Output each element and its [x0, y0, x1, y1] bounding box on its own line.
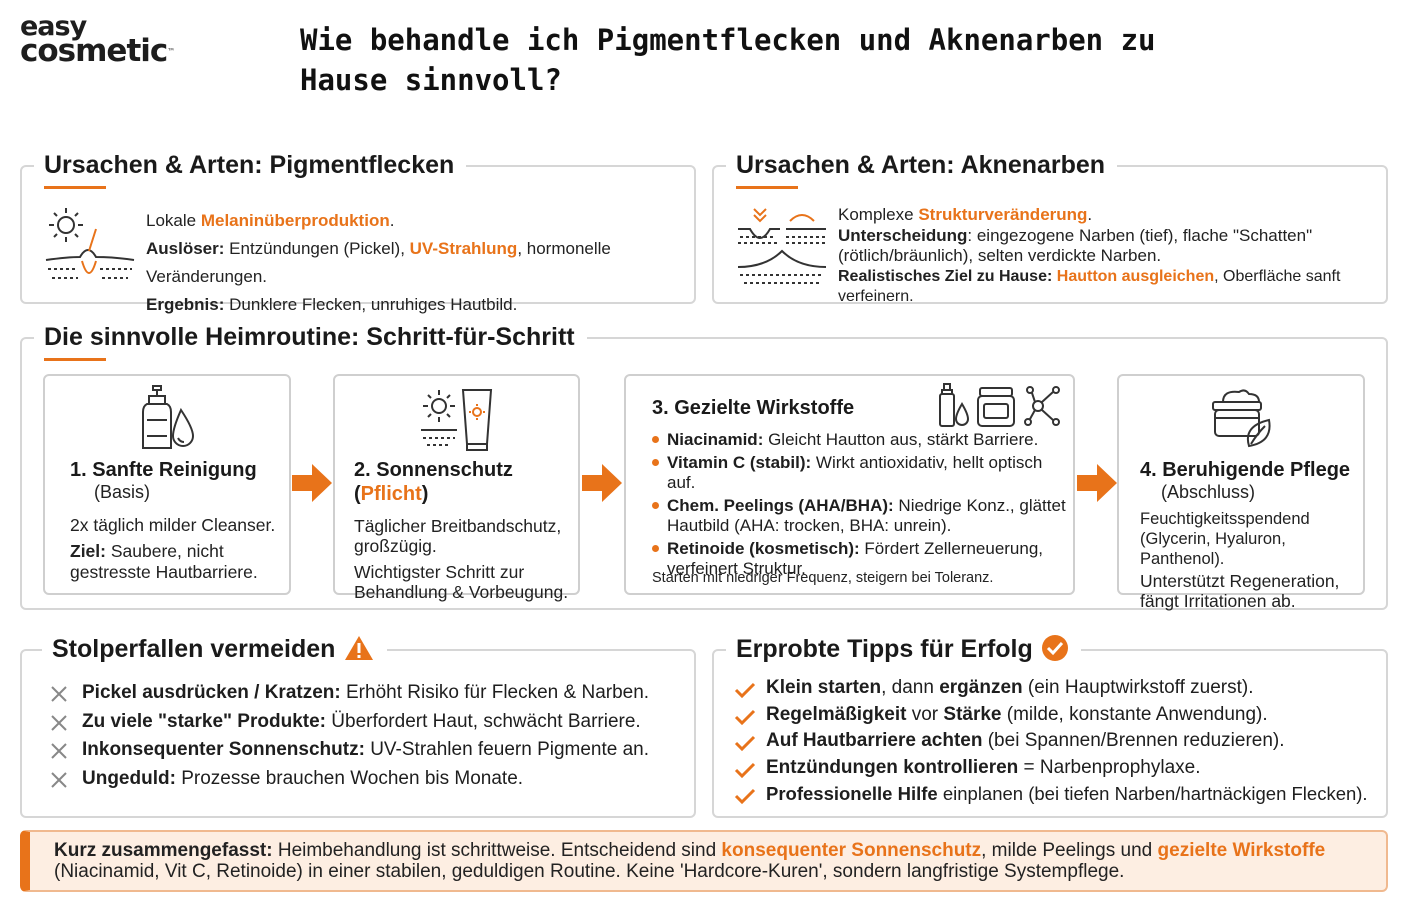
- step4-sub: (Abschluss): [1161, 482, 1256, 502]
- pitfalls-title: Stolperfallen vermeiden: [42, 633, 388, 665]
- step1-goal: Ziel: Saubere, nicht gestresste Hautbarr…: [70, 541, 258, 582]
- pigment-box: Ursachen & Arten: Pigmentflecken Lokale …: [20, 149, 696, 314]
- pigment-line1: Lokale Melaninüberproduktion.: [146, 211, 395, 230]
- pigment-title: Ursachen & Arten: Pigmentflecken: [34, 149, 467, 189]
- list-item: Retinoide (kosmetisch): Fördert Zellerne…: [652, 539, 1073, 579]
- check-circle-icon: [1041, 635, 1068, 661]
- step4-text1: Feuchtigkeitsspendend (Glycerin, Hyaluro…: [1140, 510, 1310, 568]
- step4-text2: Unterstützt Regeneration, fängt Irritati…: [1140, 571, 1340, 611]
- step2-text2: Wichtigster Schritt zur Behandlung & Vor…: [354, 562, 569, 602]
- acne-info: Komplexe Strukturveränderung. Unterschei…: [838, 205, 1384, 308]
- arrow-right-icon: [1077, 464, 1117, 502]
- list-item: Klein starten, dann ergänzen (ein Hauptw…: [734, 675, 1368, 702]
- arrow-right-icon: [292, 464, 332, 502]
- cleanser-bottle-icon: [142, 385, 195, 449]
- check-icon: [734, 735, 756, 752]
- check-icon: [734, 709, 756, 725]
- step3-title: 3. Gezielte Wirkstoffe: [652, 397, 855, 419]
- tips-title: Erprobte Tipps für Erfolg: [726, 633, 1081, 665]
- tips-list: Klein starten, dann ergänzen (ein Hauptw…: [734, 675, 1368, 808]
- list-item: Professionelle Hilfe einplanen (bei tief…: [734, 781, 1368, 808]
- acne-line2: Unterscheidung: eingezogene Narben (tief…: [838, 225, 1313, 266]
- acne-line3: Realistisches Ziel zu Hause: Hautton aus…: [838, 267, 1341, 306]
- pigment-line2: Auslöser: Entzündungen (Pickel), UV-Stra…: [146, 239, 611, 286]
- list-item: Zu viele "starke" Produkte: Überfordert …: [50, 708, 649, 737]
- step3-note: Starten mit niedriger Frequenz, steigern…: [652, 570, 994, 586]
- check-icon: [734, 682, 756, 699]
- brand-line2: cosmetic™: [20, 33, 176, 69]
- check-icon: [734, 788, 756, 805]
- step1-title: 1. Sanfte Reinigung: [70, 459, 257, 481]
- routine-title: Die sinnvolle Heimroutine: Schritt-für-S…: [34, 321, 587, 361]
- acne-box: Ursachen & Arten: Aknenarben Komplexe St…: [712, 149, 1388, 305]
- scar-skin-icon: [737, 208, 827, 284]
- page-title: Wie behandle ich Pigmentflecken und Akne…: [300, 23, 1156, 97]
- summary-label: Kurz zusammengefasst:: [54, 840, 273, 861]
- list-item: Niacinamid: Gleicht Hautton aus, stärkt …: [652, 430, 1073, 450]
- step2-text1: Täglicher Breitbandschutz, großzügig.: [354, 516, 562, 556]
- step-actives: 3. Gezielte Wirkstoffe Niacinamid: Gleic…: [624, 374, 1075, 595]
- list-item: Inkonsequenter Sonnenschutz: UV-Strahlen…: [50, 736, 649, 765]
- brand-logo: easy cosmetic™: [20, 11, 176, 69]
- step2-title: 2. Sonnenschutz (Pflicht): [354, 459, 513, 505]
- step1-text: 2x täglich milder Cleanser.: [70, 515, 276, 535]
- list-item: Pickel ausdrücken / Kratzen: Erhöht Risi…: [50, 679, 649, 708]
- step-sunscreen: 2. Sonnenschutz (Pflicht) Täglicher Brei…: [333, 374, 580, 602]
- cross-icon: [51, 714, 67, 731]
- pigment-info: Lokale Melaninüberproduktion. Auslöser: …: [146, 207, 694, 319]
- sunscreen-icon: [421, 389, 493, 451]
- warning-icon: [345, 636, 374, 660]
- brand-line1: easy: [20, 11, 87, 42]
- pitfalls-list: Pickel ausdrücken / Kratzen: Erhöht Risi…: [50, 679, 649, 793]
- check-icon: [734, 762, 756, 778]
- cross-icon: [51, 771, 67, 788]
- sun-skin-icon: [45, 208, 135, 279]
- list-item: Ungeduld: Prozesse brauchen Wochen bis M…: [50, 765, 649, 794]
- acne-title: Ursachen & Arten: Aknenarben: [726, 149, 1118, 189]
- list-item: Vitamin C (stabil): Wirkt antioxidativ, …: [652, 453, 1073, 493]
- tips-box: Erprobte Tipps für Erfolg Klein starten,…: [712, 633, 1388, 818]
- cross-icon: [51, 686, 67, 702]
- summary-box: Kurz zusammengefasst: Heimbehandlung ist…: [20, 830, 1388, 892]
- pigment-line3: Ergebnis: Dunklere Flecken, unruhiges Ha…: [146, 295, 518, 314]
- cream-leaf-icon: [1212, 389, 1271, 448]
- cross-icon: [51, 743, 67, 759]
- pitfalls-box: Stolperfallen vermeiden Pickel ausdrücke…: [20, 633, 696, 818]
- list-item: Regelmäßigkeit vor Stärke (milde, konsta…: [734, 702, 1368, 729]
- list-item: Auf Hautbarriere achten (bei Spannen/Bre…: [734, 728, 1368, 755]
- step4-title: 4. Beruhigende Pflege: [1140, 459, 1351, 481]
- list-item: Entzündungen kontrollieren = Narbenproph…: [734, 755, 1368, 782]
- step-soothing-care: 4. Beruhigende Pflege (Abschluss) Feucht…: [1117, 374, 1365, 611]
- arrow-right-icon: [582, 464, 622, 502]
- step1-sub: (Basis): [94, 482, 151, 502]
- list-item: Chem. Peelings (AHA/BHA): Niedrige Konz.…: [652, 496, 1073, 536]
- step-cleansing: 1. Sanfte Reinigung (Basis) 2x täglich m…: [43, 374, 291, 595]
- actives-list: Niacinamid: Gleicht Hautton aus, stärkt …: [652, 430, 1073, 582]
- serum-jar-molecule-icon: [939, 383, 1060, 427]
- acne-line1: Komplexe Strukturveränderung.: [838, 205, 1093, 224]
